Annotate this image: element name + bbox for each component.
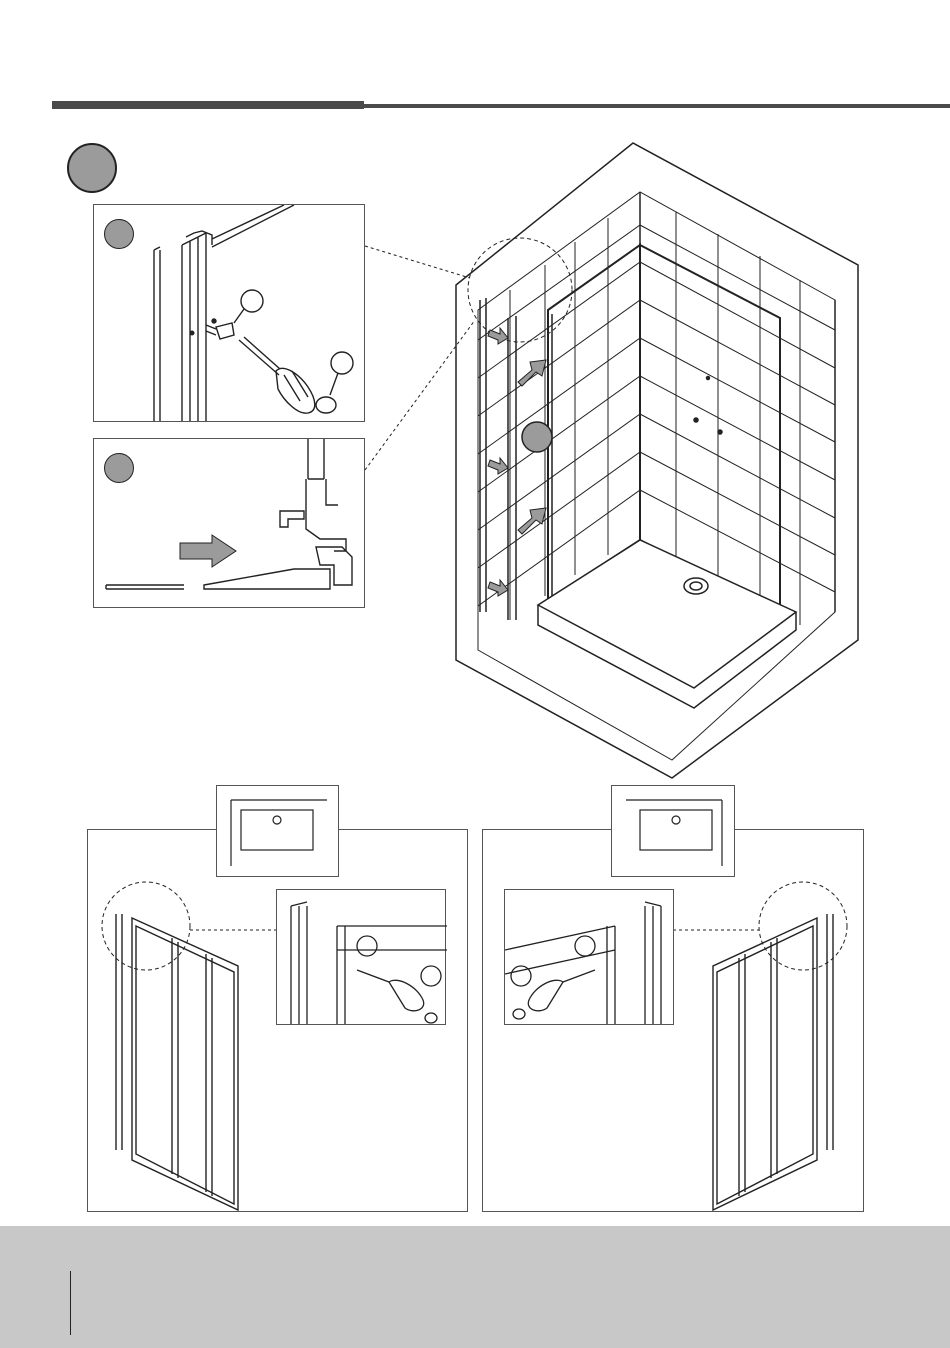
detail-inset-left [276,889,446,1025]
screw-detail-drawing [505,890,675,1026]
footer-divider [70,1271,71,1335]
arrow-icon [488,328,508,344]
arrow-icon [518,508,546,534]
screw-detail-drawing [277,890,447,1026]
plan-drawing [217,786,340,878]
shower-enclosure-illustration [0,0,950,790]
arrow-icon [518,360,546,386]
plan-inset-right [611,785,735,877]
arrow-icon [488,580,508,596]
footer-bar [0,1226,950,1348]
callout-badge [522,422,552,452]
detail-inset-right [504,889,674,1025]
plan-inset-left [216,785,339,877]
arrow-icon [488,458,508,474]
plan-drawing [612,786,736,878]
